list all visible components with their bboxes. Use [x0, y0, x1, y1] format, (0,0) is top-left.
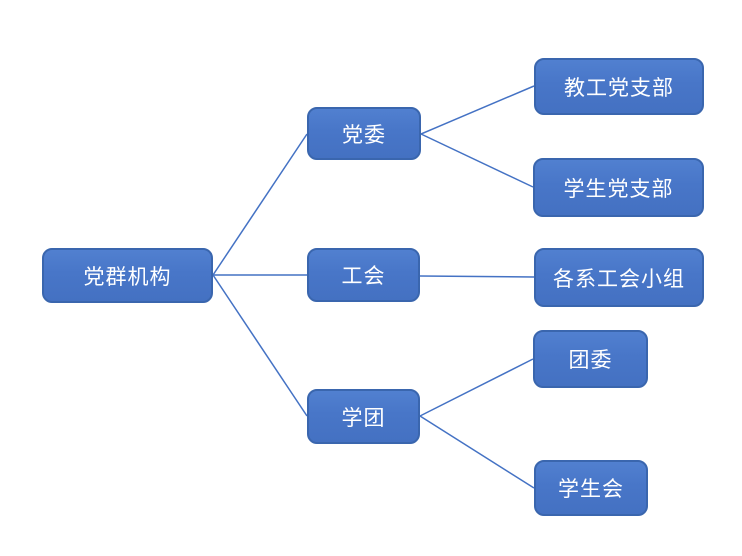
- node-dangwei[interactable]: 党委: [307, 107, 421, 160]
- connector-line-dangwei-jiaogong: [420, 85, 535, 135]
- connector-line-gonghui-gexi: [419, 275, 535, 278]
- node-xuetuan-label: 学团: [341, 406, 386, 430]
- node-gexi-gonghui-xiaozu[interactable]: 各系工会小组: [534, 248, 704, 307]
- node-tuanwei-label: 团委: [568, 349, 613, 372]
- node-xuesheng-dangzhibu-label: 学生党支部: [563, 177, 674, 201]
- node-jiaogong-dangzhibu[interactable]: 教工党支部: [534, 58, 704, 115]
- connector-line-root-dangwei: [212, 133, 308, 276]
- node-jiaogong-dangzhibu-label: 教工党支部: [564, 76, 674, 100]
- node-root[interactable]: 党群机构: [42, 248, 213, 303]
- node-tuanwei[interactable]: 团委: [533, 330, 648, 388]
- node-root-label: 党群机构: [83, 265, 172, 289]
- connector-line-root-xuetuan: [212, 274, 308, 417]
- connector-line-xuetuan-xsh: [419, 415, 535, 489]
- connector-line-dangwei-xsdzb: [420, 133, 534, 188]
- node-gonghui[interactable]: 工会: [307, 248, 420, 302]
- node-xueshenghui-label: 学生会: [558, 478, 624, 501]
- node-dangwei-label: 党委: [342, 123, 386, 147]
- node-xuesheng-dangzhibu[interactable]: 学生党支部: [533, 158, 704, 217]
- node-gonghui-label: 工会: [341, 265, 386, 288]
- node-xuetuan[interactable]: 学团: [307, 389, 420, 444]
- node-gexi-gonghui-xiaozu-label: 各系工会小组: [553, 267, 685, 291]
- node-xueshenghui[interactable]: 学生会: [534, 460, 648, 516]
- connector-line-xuetuan-tuanwei: [419, 358, 534, 417]
